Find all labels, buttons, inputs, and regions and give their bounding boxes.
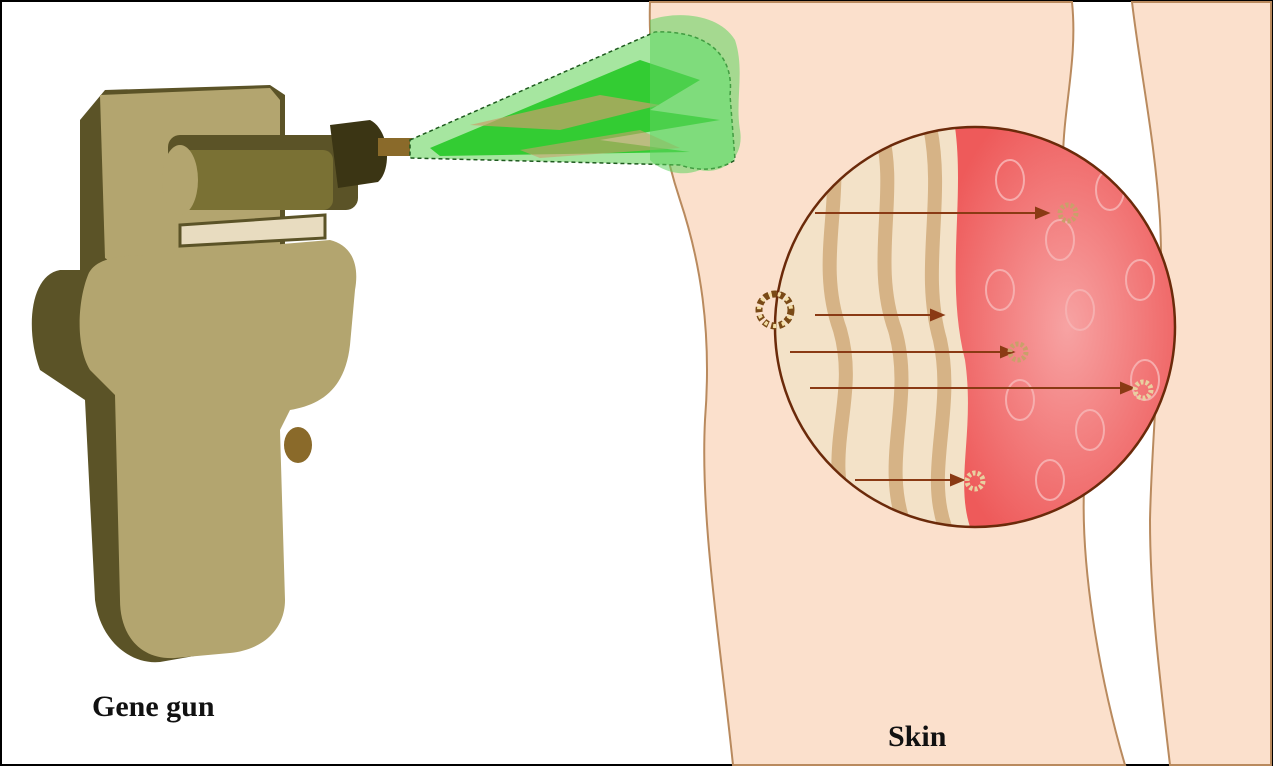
gene-gun-label: Gene gun [92, 690, 215, 724]
skin-label: Skin [888, 720, 946, 754]
